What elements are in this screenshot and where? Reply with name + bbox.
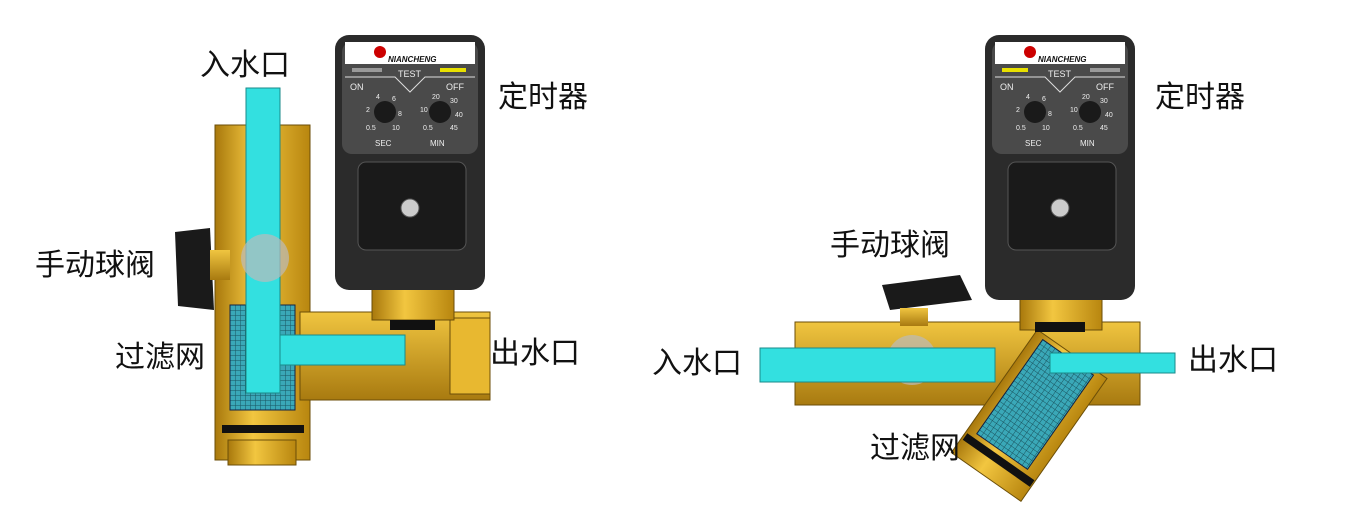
left-timer-connector [371, 284, 455, 321]
tick: 10 [1070, 107, 1078, 114]
label-timer: 定时器 [1155, 80, 1245, 115]
on-indicator [352, 68, 382, 72]
tick: 8 [398, 111, 402, 118]
screw-icon [1050, 198, 1070, 218]
brand-logo-icon [374, 46, 386, 58]
min-label: MIN [1080, 139, 1095, 148]
tick: 45 [1100, 125, 1108, 132]
left-o-ring [222, 425, 304, 433]
left-water-horizontal [279, 334, 406, 366]
left-ball-valve-knob [175, 228, 214, 310]
tick: 8 [1048, 111, 1052, 118]
tick: 4 [1026, 94, 1030, 101]
tick: 6 [392, 96, 396, 103]
tick: 0.5 [1073, 125, 1083, 132]
tick: 0.5 [1016, 125, 1026, 132]
on-indicator [1002, 68, 1028, 72]
tick: 6 [1042, 96, 1046, 103]
sec-label: SEC [1025, 139, 1042, 148]
sec-dial[interactable] [1024, 101, 1046, 123]
off-indicator [1090, 68, 1120, 72]
tick: 20 [432, 94, 440, 101]
left-outlet-thread [449, 317, 491, 395]
tick: 10 [420, 107, 428, 114]
test-label: TEST [1048, 69, 1072, 79]
label-filter: 过滤网 [870, 431, 960, 466]
label-inlet: 入水口 [652, 346, 742, 381]
sec-label: SEC [375, 139, 392, 148]
tick: 20 [1082, 94, 1090, 101]
label-outlet: 出水口 [490, 336, 580, 371]
left-valve [175, 87, 491, 466]
right-timer: NIANCHENG TEST ON OFF 0.5 2 4 6 8 10 0.5… [985, 35, 1135, 300]
right-water-outlet [1049, 352, 1176, 374]
min-dial[interactable] [1079, 101, 1101, 123]
left-ball [241, 234, 289, 282]
tick: 2 [1016, 107, 1020, 114]
right-check-seal [1035, 322, 1085, 332]
label-outlet: 出水口 [1188, 343, 1278, 378]
tick: 2 [366, 107, 370, 114]
tick: 40 [455, 112, 463, 119]
brand-text: NIANCHENG [388, 55, 436, 64]
label-ball-valve: 手动球阀 [35, 248, 155, 283]
left-brass-bottom-cap [227, 439, 297, 466]
min-dial[interactable] [429, 101, 451, 123]
screw-icon [400, 198, 420, 218]
tick: 45 [450, 125, 458, 132]
on-label: ON [1000, 82, 1014, 92]
right-valve [759, 275, 1176, 503]
left-valve-stem [210, 250, 230, 280]
right-o-ring [962, 433, 1035, 487]
right-water-inlet [759, 347, 996, 383]
tick: 0.5 [423, 125, 433, 132]
tick: 30 [450, 98, 458, 105]
tick: 0.5 [366, 125, 376, 132]
on-label: ON [350, 82, 364, 92]
brand-logo-icon [1024, 46, 1036, 58]
tick: 10 [1042, 125, 1050, 132]
left-check-seal [390, 320, 435, 330]
tick: 4 [376, 94, 380, 101]
left-timer: NIANCHENG TEST ON OFF 0.5 2 4 6 8 10 0.5… [335, 35, 485, 290]
label-ball-valve: 手动球阀 [830, 228, 950, 263]
tick: 30 [1100, 98, 1108, 105]
off-label: OFF [446, 82, 464, 92]
tick: 40 [1105, 112, 1113, 119]
off-indicator [440, 68, 466, 72]
label-filter: 过滤网 [115, 340, 205, 375]
off-label: OFF [1096, 82, 1114, 92]
tick: 10 [392, 125, 400, 132]
right-ball-valve-knob [882, 275, 972, 310]
label-inlet: 入水口 [200, 48, 290, 83]
test-label: TEST [398, 69, 422, 79]
brand-text: NIANCHENG [1038, 55, 1086, 64]
sec-dial[interactable] [374, 101, 396, 123]
label-timer: 定时器 [498, 80, 588, 115]
right-valve-stem [900, 308, 928, 326]
min-label: MIN [430, 139, 445, 148]
